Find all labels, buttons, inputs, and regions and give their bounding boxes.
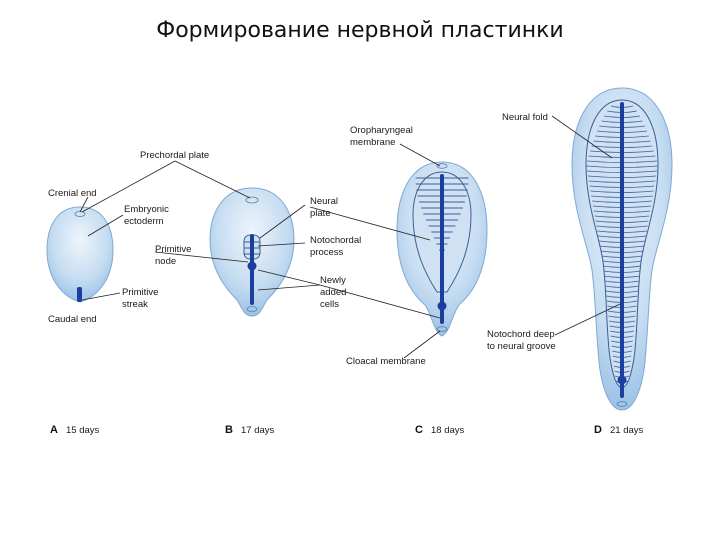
embryo-d: [571, 87, 673, 411]
label-neural-plate: Neural: [310, 196, 338, 207]
svg-text:node: node: [155, 256, 176, 267]
svg-text:to neural groove: to neural groove: [487, 341, 556, 352]
labels: Prechordal plate Crenial end Embryonic e…: [48, 112, 556, 367]
label-oropharyngeal-membrane: Oropharyngeal: [350, 125, 413, 136]
svg-text:streak: streak: [122, 299, 148, 310]
embryo-b: [209, 187, 295, 317]
label-cloacal-membrane: Cloacal membrane: [346, 356, 426, 367]
label-embryonic-ectoderm: Embryonic: [124, 204, 169, 215]
svg-text:membrane: membrane: [350, 137, 395, 148]
label-neural-fold: Neural fold: [502, 112, 548, 123]
label-prechordal-plate: Prechordal plate: [140, 150, 209, 161]
svg-text:process: process: [310, 247, 344, 258]
cloacal-membrane-c: [436, 326, 448, 332]
cloacal-membrane-b: [246, 306, 258, 312]
label-cranial-end: Crenial end: [48, 188, 97, 199]
stage-d-days: 21 days: [610, 425, 644, 436]
page-title: Формирование нервной пластинки: [156, 18, 564, 43]
svg-text:added: added: [320, 287, 346, 298]
embryo-a: [46, 206, 114, 303]
svg-text:plate: plate: [310, 208, 331, 219]
svg-text:cells: cells: [320, 299, 339, 310]
label-primitive-streak: Primitive: [122, 287, 158, 298]
stage-c-days: 18 days: [431, 425, 465, 436]
stage-captions: A 15 days B 17 days C 18 days D 21 days: [50, 424, 644, 436]
leader-lines: [79, 115, 621, 359]
stage-b-letter: B: [225, 424, 233, 436]
embryo-c: [396, 161, 488, 337]
label-newly-added-cells: Newly: [320, 275, 346, 286]
prechordal-plate-b: [245, 196, 259, 204]
stage-d-letter: D: [594, 424, 602, 436]
svg-text:ectoderm: ectoderm: [124, 216, 164, 227]
cloacal-membrane-d: [616, 401, 628, 407]
stage-b-days: 17 days: [241, 425, 275, 436]
stage-a-letter: A: [50, 424, 58, 436]
label-caudal-end: Caudal end: [48, 314, 97, 325]
stage-a-days: 15 days: [66, 425, 100, 436]
primitive-streak-a: [77, 287, 82, 302]
label-notochord-deep: Notochord deep: [487, 329, 555, 340]
stage-c-letter: C: [415, 424, 423, 436]
label-notochordal-process: Notochordal: [310, 235, 361, 246]
label-primitive-node: Primitive: [155, 244, 191, 255]
oropharyngeal-membrane-c: [436, 163, 448, 169]
